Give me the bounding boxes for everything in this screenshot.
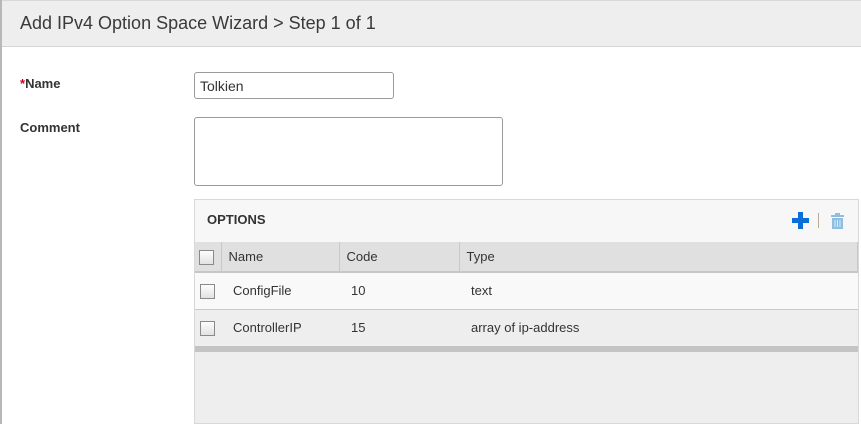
row-select-cell bbox=[195, 309, 221, 346]
option-code: 15 bbox=[351, 320, 366, 335]
plus-icon[interactable] bbox=[792, 212, 809, 229]
trash-icon[interactable] bbox=[831, 213, 844, 229]
toolbar-divider bbox=[818, 213, 819, 228]
option-code: 10 bbox=[351, 283, 366, 299]
options-table: Name Code Type ConfigFile 10 text Contro… bbox=[195, 242, 858, 347]
table-row[interactable]: ConfigFile 10 text bbox=[195, 272, 858, 309]
table-row[interactable]: ControllerIP 15 array of ip-address bbox=[195, 309, 858, 346]
row-select-cell bbox=[195, 272, 221, 309]
wizard-title: Add IPv4 Option Space Wizard > Step 1 of… bbox=[20, 13, 376, 33]
wizard-header: Add IPv4 Option Space Wizard > Step 1 of… bbox=[2, 0, 861, 47]
table-header-row: Name Code Type bbox=[195, 242, 858, 273]
select-all-cell bbox=[195, 242, 222, 273]
column-header-name[interactable]: Name bbox=[221, 242, 340, 273]
option-type: text bbox=[471, 283, 492, 299]
option-name: ConfigFile bbox=[233, 283, 292, 299]
select-all-checkbox[interactable] bbox=[199, 249, 214, 265]
option-type: array of ip-address bbox=[471, 320, 580, 335]
horizontal-scrollbar[interactable] bbox=[195, 346, 858, 352]
options-toolbar: OPTIONS bbox=[195, 200, 858, 242]
row-checkbox[interactable] bbox=[200, 283, 215, 299]
options-title: OPTIONS bbox=[207, 212, 266, 227]
column-header-code[interactable]: Code bbox=[339, 242, 460, 273]
name-label-text: Name bbox=[25, 76, 61, 91]
comment-label: Comment bbox=[20, 120, 80, 135]
name-input[interactable] bbox=[194, 72, 394, 99]
window-edge bbox=[0, 0, 2, 424]
comment-textarea[interactable] bbox=[194, 117, 503, 186]
name-label: *Name bbox=[20, 76, 60, 91]
row-checkbox[interactable] bbox=[200, 320, 215, 336]
required-marker: * bbox=[20, 76, 26, 91]
option-name: ControllerIP bbox=[233, 320, 302, 335]
column-header-type[interactable]: Type bbox=[459, 242, 858, 273]
options-panel: OPTIONS Name Code Type bbox=[194, 199, 859, 424]
